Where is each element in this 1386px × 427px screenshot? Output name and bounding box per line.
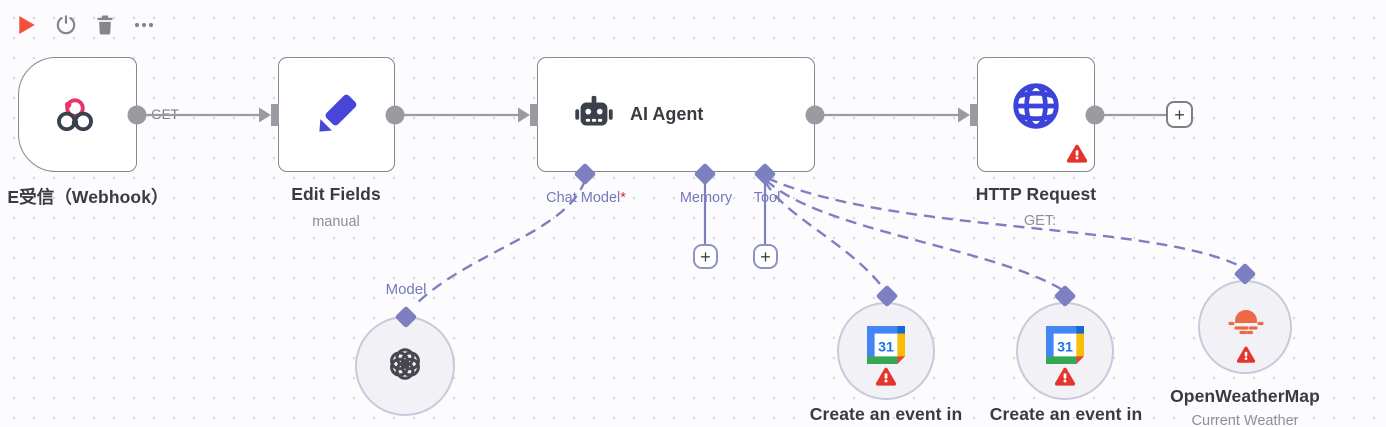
openai-icon: [384, 343, 426, 390]
warning-icon: [1054, 367, 1076, 392]
edit-fields-node-label: Edit Fields: [291, 184, 381, 204]
webhook-icon: [53, 93, 97, 137]
chat-model-label-text: Chat Model: [546, 190, 621, 206]
play-icon[interactable]: [16, 14, 38, 36]
robot-icon: [571, 92, 617, 138]
connector-label-tool: Tool: [753, 190, 781, 206]
required-asterisk: *: [620, 190, 626, 206]
warning-icon: [1066, 144, 1088, 169]
dashed-tool-wires[interactable]: [413, 176, 1243, 307]
sub-connector-diamond[interactable]: [395, 163, 1257, 329]
svg-text:31: 31: [1057, 340, 1073, 356]
node-toolbar: [16, 14, 155, 36]
power-icon[interactable]: [55, 14, 77, 36]
globe-icon: [1010, 80, 1062, 132]
google-calendar-icon: 31: [867, 326, 905, 364]
connector-label-chat-model: Chat Model*: [546, 190, 626, 206]
sunset-icon: [1226, 300, 1266, 340]
more-icon[interactable]: [133, 14, 155, 36]
node-openai-model[interactable]: [355, 316, 455, 416]
openweathermap-node-label: OpenWeatherMap: [1170, 386, 1320, 406]
calendar-1-node-label: Create an event in: [809, 404, 963, 424]
svg-text:31: 31: [878, 340, 894, 356]
warning-icon: [875, 367, 897, 392]
trash-icon[interactable]: [94, 14, 116, 36]
http-request-node-label: HTTP Request: [975, 184, 1097, 204]
connector-label-memory: Memory: [679, 190, 733, 206]
http-request-node-sublabel: GET:: [1023, 213, 1057, 229]
calendar-2-node-label: Create an event in: [989, 404, 1143, 424]
add-next-node-button[interactable]: +: [1166, 101, 1193, 128]
openweathermap-node-sublabel: Current Weather: [1191, 413, 1299, 427]
edit-fields-node-sublabel: manual: [312, 214, 360, 230]
ai-agent-title: AI Agent: [630, 104, 704, 124]
warning-icon: [1236, 346, 1256, 369]
google-calendar-icon: 31: [1046, 326, 1084, 364]
wire-label-get: GET: [151, 107, 179, 122]
connector-label-model: Model: [385, 281, 427, 298]
webhook-node-label: E受信（Webhook）: [7, 187, 169, 207]
add-tool-button[interactable]: +: [753, 244, 778, 269]
add-memory-button[interactable]: +: [693, 244, 718, 269]
pencil-icon: [311, 90, 361, 140]
